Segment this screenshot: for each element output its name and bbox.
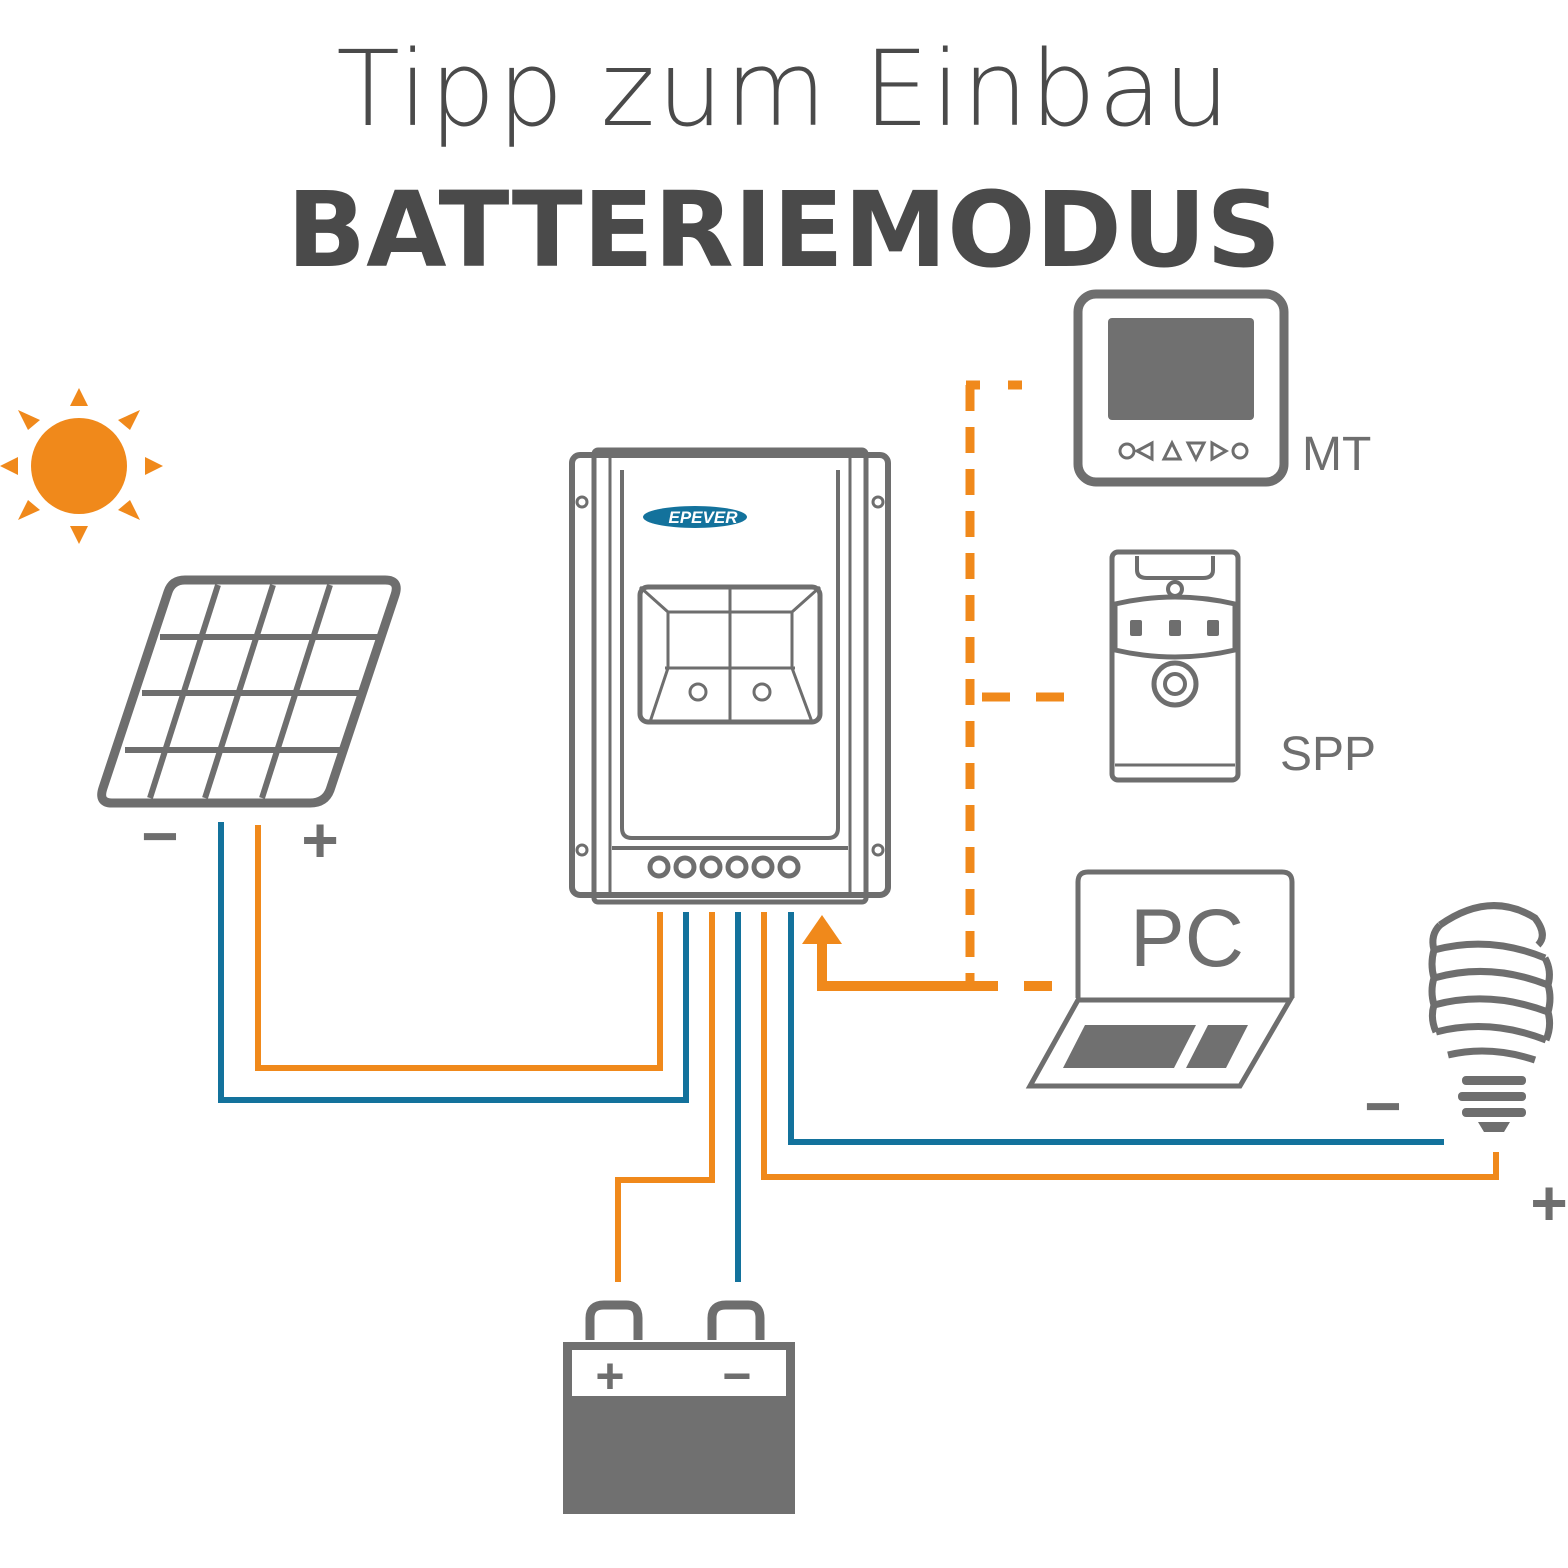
battery-icon: + − [563,1300,795,1514]
panel-negative-sign: − [141,800,178,872]
panel-negative-wire [218,822,689,1103]
solar-panel-icon [97,575,401,808]
epever-logo: EPEVER [643,506,747,528]
pc-label: PC [1130,893,1244,984]
panel-positive-sign: + [301,804,338,876]
panel-positive-wire [255,825,663,1071]
brand-text: EPEVER [669,508,739,527]
laptop-icon [1025,869,1295,1089]
charge-controller-icon [569,447,891,905]
load-positive-wire [761,912,1499,1180]
load-negative-sign: − [1364,1070,1401,1142]
load-negative-wire [788,912,1444,1145]
spp-device-icon [1109,549,1241,783]
battery-positive-wire [615,912,715,1282]
communication-link [802,380,1064,991]
bulb-base [1458,1076,1526,1132]
battery-negative-sign: − [722,1348,751,1404]
sun-icon [0,388,163,544]
title-line-1: Tipp zum Einbau [336,28,1231,150]
light-bulb-icon [1428,902,1554,1064]
spp-label: SPP [1280,728,1376,781]
mt-label: MT [1302,428,1371,481]
mt-remote-meter-icon [1073,289,1289,487]
load-positive-sign: + [1530,1167,1567,1239]
title-line-2: BATTERIEMODUS [287,169,1281,291]
battery-positive-sign: + [595,1348,624,1404]
